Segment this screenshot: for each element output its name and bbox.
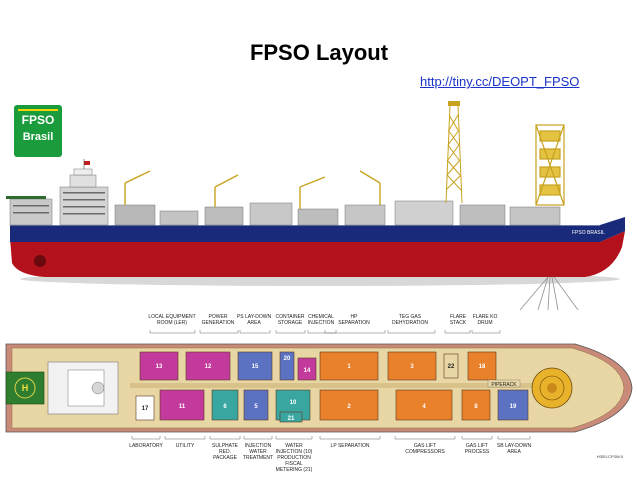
module-6 [211,389,239,421]
module-13 [139,351,179,381]
page-title: FPSO Layout [249,40,389,65]
tinycc-link[interactable]: http://tiny.cc/DEOPT_FPSO [420,74,580,89]
turret-bulge [34,255,46,267]
module-4 [395,389,453,421]
mooring-lines [519,276,579,310]
module-number: 18 [479,364,486,370]
lower-modules [135,389,529,423]
turret-structure [535,124,565,206]
module-15 [237,351,273,381]
stair-core [91,381,105,395]
upper-modules [139,351,497,381]
module-number: 19 [510,404,517,410]
module-18 [467,351,497,381]
module-number: 21 [288,416,295,422]
turret-core [547,383,557,393]
module-number: 4 [422,404,426,410]
flare-tip [448,101,460,106]
bottom-label: LABORATORY [129,443,163,449]
topside-modules [114,200,561,226]
top-label-brackets [149,330,501,334]
module-2 [319,389,379,421]
logo-line-2: Brasil [22,131,54,143]
module-number: 3 [410,364,414,370]
hull [10,231,625,277]
module-number: 17 [142,406,149,412]
module-number: 1 [347,364,351,370]
module-19 [497,389,529,421]
module-number: 5 [254,404,258,410]
logo-stripe [18,109,58,111]
module-20 [279,351,295,381]
module-number: 13 [156,364,163,370]
module-11 [159,389,205,421]
deck-band [10,217,625,242]
accommodation-top [69,174,97,188]
module-numbers: 13 12 15 20 14 1 3 22 18 17 11 6 5 10 21… [142,356,517,422]
central-walkway [130,383,570,388]
module-5 [243,389,269,421]
helideck-ring [14,377,36,399]
module-number: 8 [474,404,478,410]
piperack [487,379,521,388]
module-21 [279,411,303,423]
module-number: 2 [347,404,351,410]
turret-inner [539,375,565,401]
cranes [124,170,381,209]
piperack-label: PIPERACK [491,382,517,388]
ship-side-view: FPSO BRASIL [6,101,625,310]
accommodation-windows [13,192,105,215]
drawing-code: H3S0-CFSW-0 [597,454,624,459]
module-22 [443,353,459,379]
module-8 [461,389,491,421]
logo-line-1: FPSO [21,113,55,127]
module-number: 10 [290,400,297,406]
bottom-label: LP SEPARATION [331,443,370,449]
module-17 [135,395,155,421]
bottom-label: UTILITY [176,443,195,449]
module-number: 15 [252,364,259,370]
module-number: 6 [223,404,227,410]
module-number: 14 [304,368,311,374]
module-number: 22 [448,364,455,370]
module-3 [387,351,437,381]
bottom-label-brackets [131,436,531,440]
module-1 [319,351,379,381]
flare-tower [445,104,463,204]
module-number: 20 [284,356,291,362]
helideck-letter: H [22,383,29,393]
module-number: 12 [205,364,212,370]
helideck [5,371,45,405]
module-14 [297,357,317,381]
bow-name: FPSO BRASIL [572,230,605,236]
fpso-brasil-logo: FPSO Brasil [14,105,62,157]
module-number: 11 [179,404,186,410]
helideck-side [6,196,46,199]
flag [84,161,90,165]
bridge [73,168,93,176]
module-12 [185,351,231,381]
